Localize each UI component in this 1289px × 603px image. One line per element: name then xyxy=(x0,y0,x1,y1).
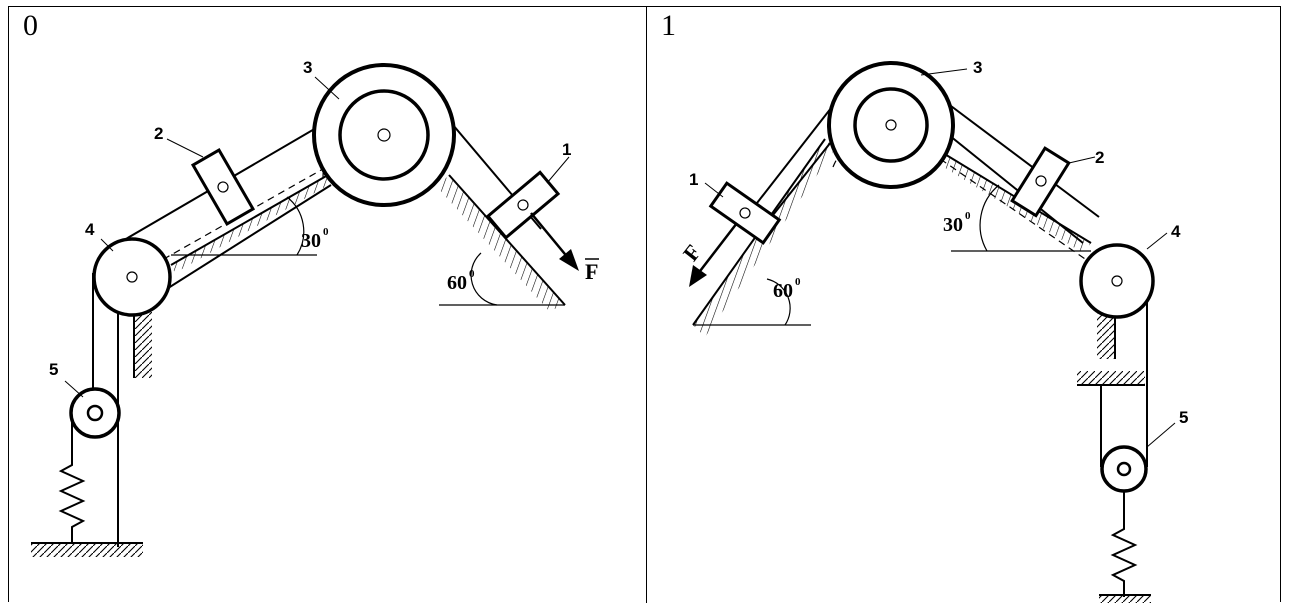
inclined-plane-60 xyxy=(437,174,566,311)
label-5: 5 xyxy=(49,360,58,379)
ropes xyxy=(756,102,1148,467)
label-1: 1 xyxy=(562,140,571,159)
label-3: 3 xyxy=(303,58,312,77)
inclined-plane-30 xyxy=(170,170,339,273)
ground-support xyxy=(1099,594,1151,603)
figure-cell-1: 1 xyxy=(647,7,1280,603)
pulley-3 xyxy=(827,61,955,189)
label-leaders xyxy=(704,68,1176,448)
force-arrow xyxy=(530,212,579,271)
mechanism-diagram-1: 3 2 1 4 5 60 0 30 0 F xyxy=(678,58,1188,603)
label-2: 2 xyxy=(154,124,163,143)
wall-support-4 xyxy=(133,312,152,378)
figure-number: 1 xyxy=(661,9,676,42)
angle-label-30: 30 xyxy=(943,214,963,236)
label-4: 4 xyxy=(1171,222,1181,241)
force-label: F xyxy=(585,259,598,284)
pulley-5 xyxy=(69,387,121,439)
label-5: 5 xyxy=(1179,408,1188,427)
block-2 xyxy=(190,148,256,226)
degree-mark: 0 xyxy=(795,276,801,288)
label-3: 3 xyxy=(973,58,982,77)
ground-support xyxy=(31,542,143,557)
pulley-4 xyxy=(92,237,172,317)
spring xyxy=(1110,491,1138,597)
pulley-5 xyxy=(1100,445,1148,493)
pulley-3 xyxy=(312,63,456,207)
ceiling-support xyxy=(1077,371,1145,386)
angle-label-30: 30 xyxy=(301,230,321,252)
force-arrow xyxy=(689,222,738,287)
angle-label-60: 60 xyxy=(773,280,793,302)
spring xyxy=(58,447,86,543)
block-1 xyxy=(708,181,782,245)
figure-table: 0 xyxy=(8,6,1281,603)
force-label: F xyxy=(678,240,706,266)
label-2: 2 xyxy=(1095,148,1104,167)
degree-mark: 0 xyxy=(323,226,329,238)
pulley-4 xyxy=(1079,243,1155,319)
label-leaders xyxy=(64,76,570,398)
label-4: 4 xyxy=(85,220,95,239)
mechanism-diagram-0: 3 2 1 4 5 30 0 60 0 F xyxy=(31,58,599,557)
angle-label-60: 60 xyxy=(447,272,467,294)
degree-mark: 0 xyxy=(965,210,971,222)
figure-number: 0 xyxy=(23,9,38,42)
degree-mark: 0 xyxy=(469,268,475,280)
block-2 xyxy=(1010,146,1071,218)
figure-cell-0: 0 xyxy=(9,7,647,603)
label-1: 1 xyxy=(689,170,698,189)
